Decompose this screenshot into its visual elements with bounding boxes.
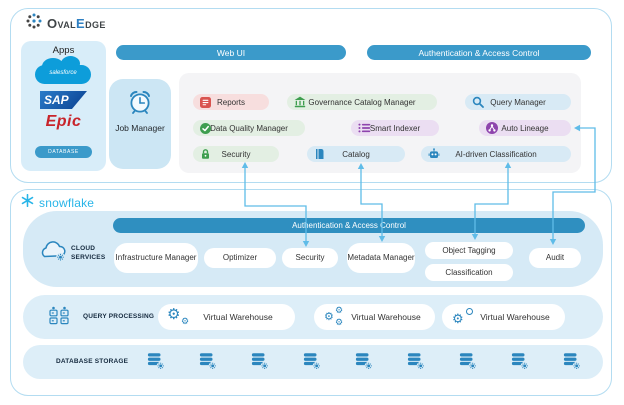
gears-icon: ⚙ ⚙ [167, 306, 190, 326]
ovaledge-logo: OvalEdge [26, 13, 106, 34]
job-manager-box: Job Manager [109, 79, 171, 169]
module-pill-security: Security [193, 146, 279, 162]
gears-icon: ⚙ ⚙ ⚙ [324, 305, 344, 327]
list-icon [358, 123, 371, 133]
gears-icon: ⚙ [451, 306, 477, 328]
apps-panel: Apps salesforce SAP Epic DATABASE [21, 41, 106, 171]
lineage-icon [486, 122, 498, 134]
ovaledge-container: OvalEdge Apps salesforce SAP Epic DATABA… [10, 8, 612, 183]
service-pill-metadata-manager: Metadata Manager [347, 243, 415, 273]
service-pill-object-tagging: Object Tagging [425, 242, 513, 259]
database-icon [563, 352, 581, 370]
query-processing-icon [49, 306, 71, 332]
module-pill-catalog: Catalog [307, 146, 405, 162]
snowflake-icon [21, 193, 34, 212]
snowflake-container: snowflake Authentication & Access Contro… [10, 189, 612, 396]
salesforce-logo: salesforce [35, 56, 91, 84]
query-processing-label: QUERY PROCESSING [83, 312, 155, 320]
check-circle-icon [200, 122, 211, 134]
apps-title: Apps [52, 45, 75, 56]
search-icon [472, 96, 484, 108]
module-pill-query-manager: Query Manager [465, 94, 571, 110]
cloud-gear-icon [39, 240, 67, 268]
book-icon [314, 148, 325, 160]
service-pill-infrastructure-manager: Infrastructure Manager [114, 243, 198, 273]
alarm-clock-icon [127, 89, 153, 120]
epic-logo: Epic [45, 113, 82, 130]
auth-access-bar-top: Authentication & Access Control [367, 45, 591, 60]
virtual-warehouse-pill-3: ⚙ Virtual Warehouse [442, 304, 565, 330]
service-pill-audit: Audit [529, 248, 581, 268]
module-pill-reports: Reports [193, 94, 269, 110]
database-icon [303, 352, 321, 370]
sap-logo: SAP [40, 91, 87, 109]
module-pill-auto-lineage: Auto Lineage [479, 120, 571, 136]
snowflake-logo: snowflake [21, 193, 95, 212]
database-storage-block: DATABASE STORAGE [23, 345, 603, 379]
service-pill-optimizer: Optimizer [204, 248, 276, 268]
service-pill-security: Security [282, 248, 338, 268]
database-icons-row [147, 352, 581, 370]
virtual-warehouse-pill-2: ⚙ ⚙ ⚙ Virtual Warehouse [314, 304, 435, 330]
virtual-warehouse-pill-1: ⚙ ⚙ Virtual Warehouse [158, 304, 295, 330]
service-pill-classification: Classification [425, 264, 513, 281]
lock-icon [200, 148, 211, 160]
database-icon [355, 352, 373, 370]
database-icon [511, 352, 529, 370]
database-icon [407, 352, 425, 370]
snowflake-brand-text: snowflake [39, 196, 95, 210]
database-icon [147, 352, 165, 370]
cloud-services-label: CLOUD SERVICES [71, 245, 106, 261]
job-manager-label: Job Manager [115, 123, 165, 133]
report-icon [200, 96, 211, 108]
ovaledge-brand-text: OvalEdge [47, 16, 106, 31]
module-pill-ai-driven-classification: AI-driven Classification [421, 146, 571, 162]
database-badge: DATABASE [35, 146, 92, 158]
module-pill-smart-indexer: Smart Indexer [351, 120, 439, 136]
modules-panel: Reports Governance Catalog Manager Query… [179, 73, 581, 173]
database-storage-label: DATABASE STORAGE [56, 357, 129, 365]
database-icon [459, 352, 477, 370]
module-pill-data-quality-manager: Data Quality Manager [193, 120, 305, 136]
ovaledge-logo-icon [26, 13, 42, 34]
web-ui-bar: Web UI [116, 45, 346, 60]
query-processing-block: QUERY PROCESSING ⚙ ⚙ Virtual Warehouse ⚙… [23, 295, 603, 339]
auth-access-bar-snowflake: Authentication & Access Control [113, 218, 585, 233]
module-pill-governance-catalog-manager: Governance Catalog Manager [287, 94, 437, 110]
robot-icon [428, 148, 440, 160]
database-icon [199, 352, 217, 370]
cloud-services-block: Authentication & Access Control CLOUD SE… [23, 211, 603, 287]
database-icon [251, 352, 269, 370]
bank-icon [294, 96, 306, 108]
